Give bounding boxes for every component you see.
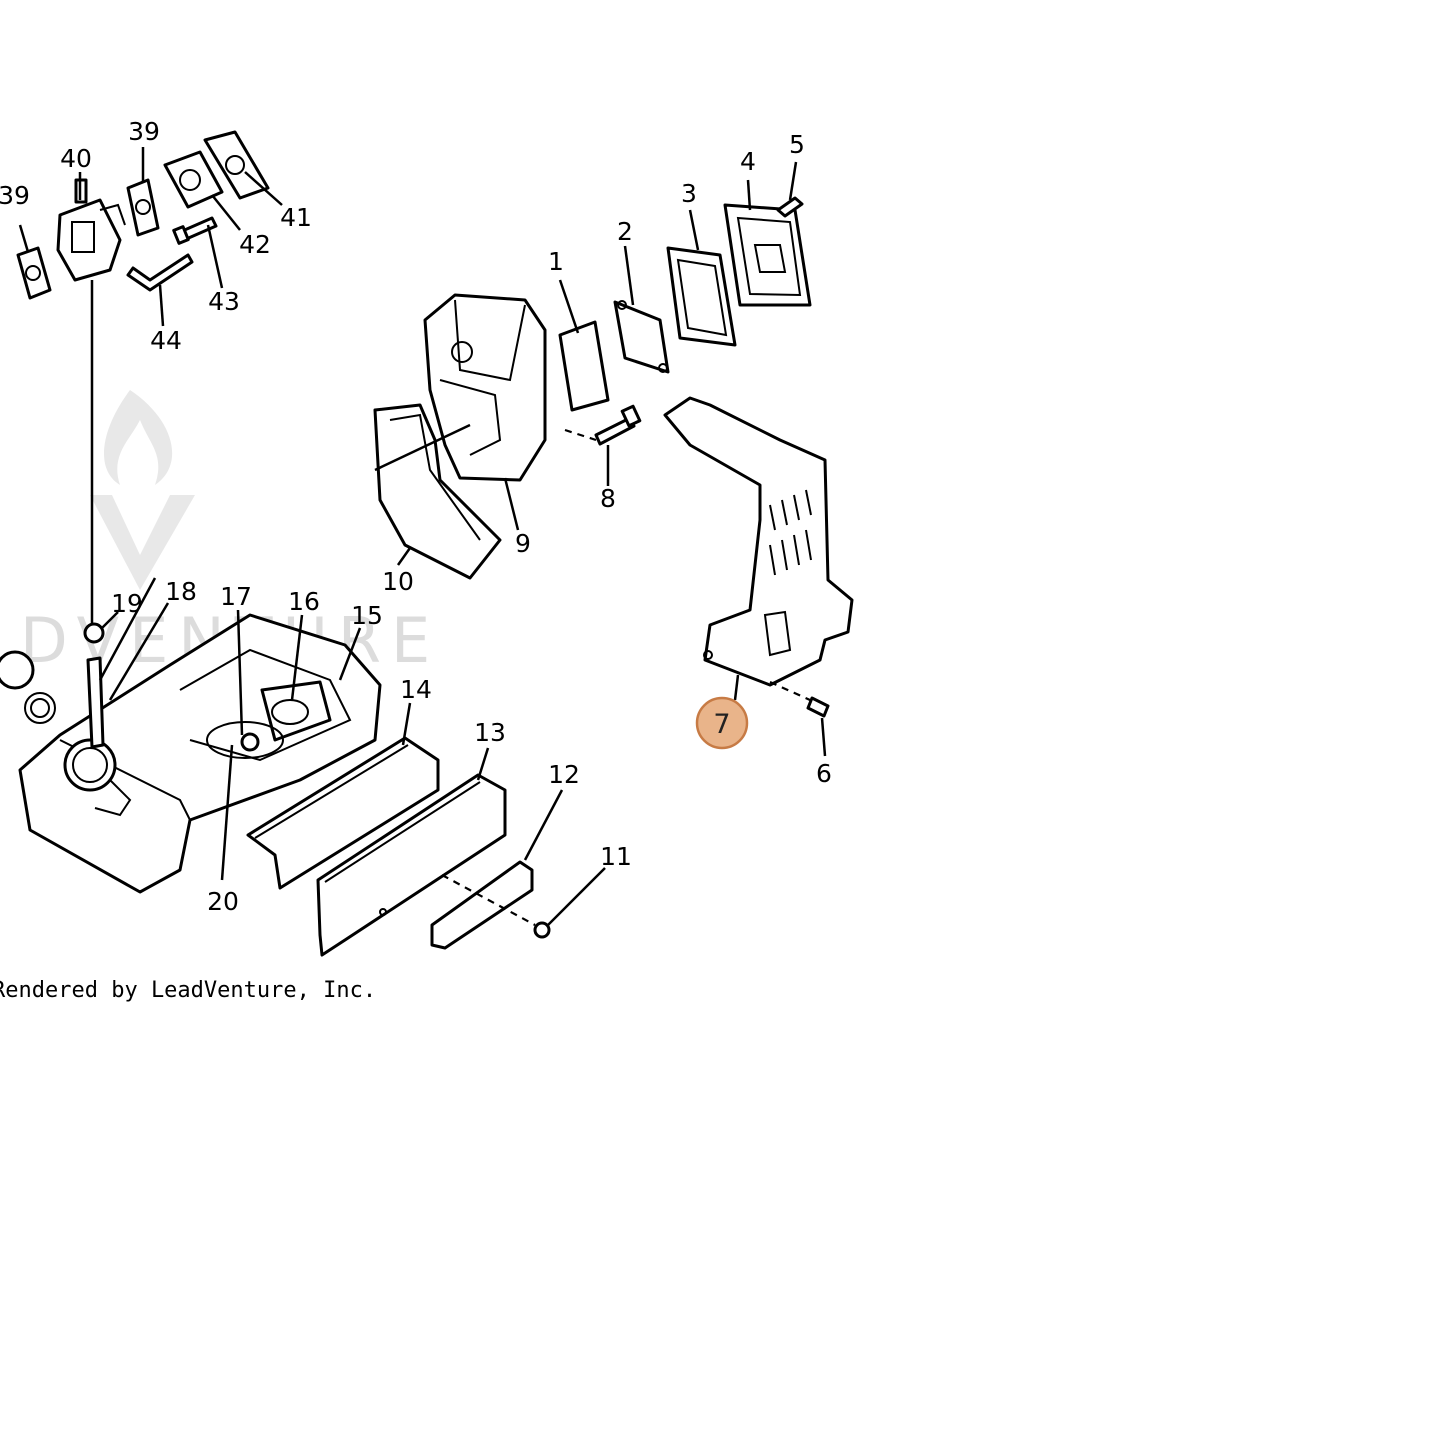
callout-2[interactable]: 2: [617, 217, 633, 246]
callout-16[interactable]: 16: [288, 587, 320, 616]
callout-12[interactable]: 12: [548, 760, 580, 789]
callout-41[interactable]: 41: [280, 203, 312, 232]
callout-11[interactable]: 11: [600, 842, 632, 871]
callout-39-left[interactable]: 39: [0, 181, 30, 210]
callout-14[interactable]: 14: [400, 675, 432, 704]
callout-4[interactable]: 4: [740, 147, 756, 176]
callout-1[interactable]: 1: [548, 247, 564, 276]
fuel-tank-group: [0, 613, 382, 894]
callout-44[interactable]: 44: [150, 326, 182, 355]
callout-7-highlighted[interactable]: 7: [713, 709, 730, 740]
callout-13[interactable]: 13: [474, 718, 506, 747]
callout-39-top[interactable]: 39: [128, 117, 160, 146]
credit-text: Rendered by LeadVenture, Inc.: [0, 978, 376, 1003]
callout-15[interactable]: 15: [351, 601, 383, 630]
callout-19[interactable]: 19: [111, 589, 143, 618]
callout-6[interactable]: 6: [816, 759, 832, 788]
callout-5[interactable]: 5: [789, 130, 805, 159]
callout-42[interactable]: 42: [239, 230, 271, 259]
leader-lines: [18, 147, 827, 926]
guard-plates-group: [246, 736, 551, 957]
callout-17[interactable]: 17: [220, 582, 252, 611]
muffler-group: [373, 196, 812, 580]
callout-40[interactable]: 40: [60, 144, 92, 173]
highlight-circle[interactable]: [695, 696, 749, 750]
cylinder-cover-group: [663, 396, 854, 718]
callout-9[interactable]: 9: [515, 529, 531, 558]
callout-10[interactable]: 10: [382, 567, 414, 596]
callout-20[interactable]: 20: [207, 887, 239, 916]
callout-8[interactable]: 8: [600, 484, 616, 513]
callout-18[interactable]: 18: [165, 577, 197, 606]
callout-3[interactable]: 3: [681, 179, 697, 208]
callout-43[interactable]: 43: [208, 287, 240, 316]
watermark-logo: [90, 390, 195, 590]
